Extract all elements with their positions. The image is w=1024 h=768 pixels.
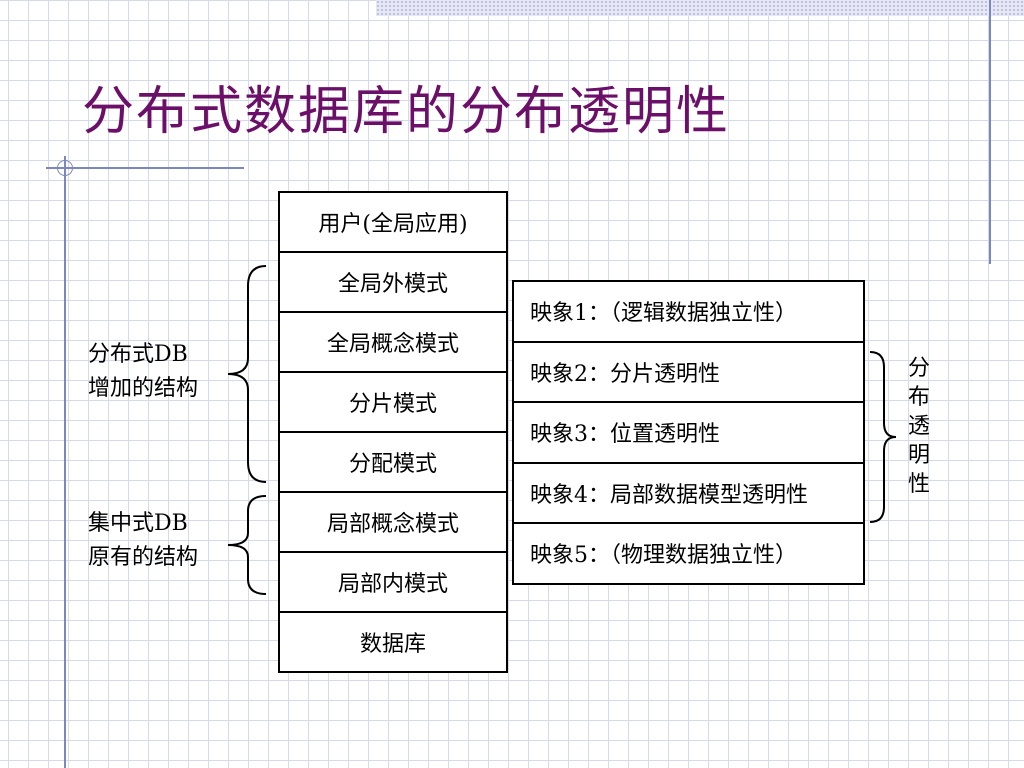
brace-transparency (869, 351, 897, 523)
distributed-db-label-line1: 分布式DB (88, 342, 188, 367)
layer-global-conceptual-schema: 全局概念模式 (280, 311, 506, 371)
page-title: 分布式数据库的分布透明性 (82, 82, 731, 142)
centralized-db-label-line1: 集中式DB (88, 511, 188, 536)
distribution-transparency-label: 分 布 透 明 性 (904, 354, 934, 499)
vert-char-1: 分 (907, 356, 930, 381)
mapping-table: 映象1：（逻辑数据独立性） 映象2：分片透明性 映象3：位置透明性 映象4：局部… (512, 280, 865, 585)
deco-horizontal-line (46, 167, 244, 169)
vert-char-5: 性 (907, 472, 930, 497)
mapping-1: 映象1：（逻辑数据独立性） (514, 280, 863, 341)
distributed-db-label: 分布式DB 增加的结构 (88, 338, 198, 406)
layer-local-conceptual-schema: 局部概念模式 (280, 491, 506, 551)
brace-distributed (227, 265, 267, 483)
vert-char-4: 明 (907, 443, 930, 468)
mapping-2: 映象2：分片透明性 (514, 340, 863, 402)
mapping-3: 映象3：位置透明性 (514, 401, 863, 462)
deco-ring (57, 160, 73, 176)
deco-vertical-line-right (989, 0, 991, 264)
vert-char-3: 透 (907, 414, 930, 439)
layer-fragment-schema: 分片模式 (280, 371, 506, 431)
vert-char-2: 布 (907, 385, 930, 410)
centralized-db-label: 集中式DB 原有的结构 (88, 507, 198, 575)
schema-stack: 用户(全局应用) 全局外模式 全局概念模式 分片模式 分配模式 局部概念模式 局… (278, 191, 508, 673)
header-band (376, 0, 1024, 16)
layer-database: 数据库 (280, 611, 506, 671)
layer-allocation-schema: 分配模式 (280, 431, 506, 491)
layer-user-global-app: 用户(全局应用) (280, 191, 506, 251)
centralized-db-label-line2: 原有的结构 (88, 545, 199, 570)
mapping-4: 映象4：局部数据模型透明性 (514, 461, 863, 523)
deco-vertical-line-left (64, 156, 66, 768)
brace-centralized (227, 495, 267, 595)
layer-local-internal-schema: 局部内模式 (280, 551, 506, 611)
layer-global-external-schema: 全局外模式 (280, 251, 506, 311)
distributed-db-label-line2: 增加的结构 (88, 376, 199, 401)
mapping-5: 映象5：（物理数据独立性） (514, 522, 863, 583)
